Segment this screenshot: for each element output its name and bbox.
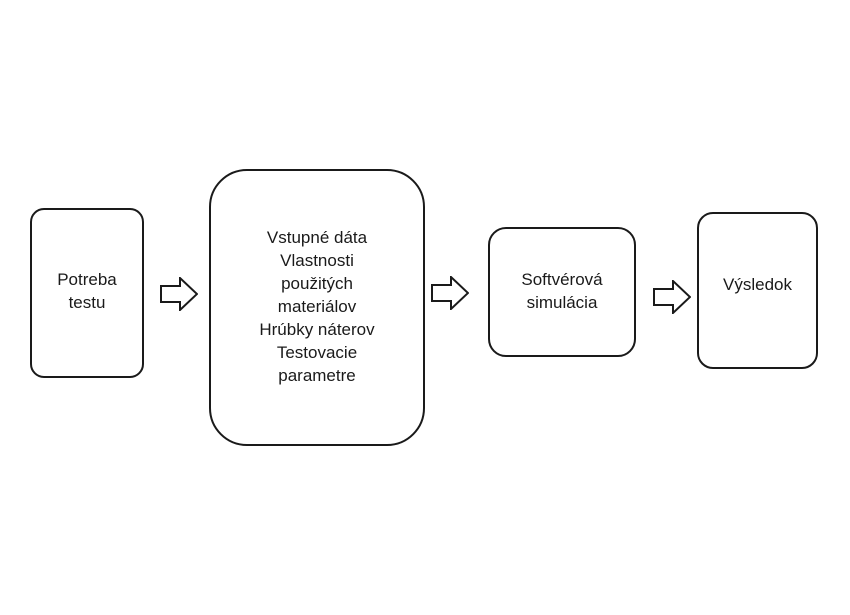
node-label: Softvérová simulácia [521,270,603,312]
node-software-simulation: Softvérová simulácia [488,227,636,357]
node-label: Potreba testu [57,270,117,312]
node-input-data: Vstupné dáta Vlastnosti použitých materi… [209,169,425,446]
right-arrow-icon [160,277,198,311]
node-label: Výsledok [723,274,792,294]
right-arrow-icon [431,276,469,310]
node-need-for-test: Potreba testu [30,208,144,378]
node-label: Vstupné dáta Vlastnosti použitých materi… [259,228,375,385]
right-arrow-icon [653,280,691,314]
node-result: Výsledok [697,212,818,369]
